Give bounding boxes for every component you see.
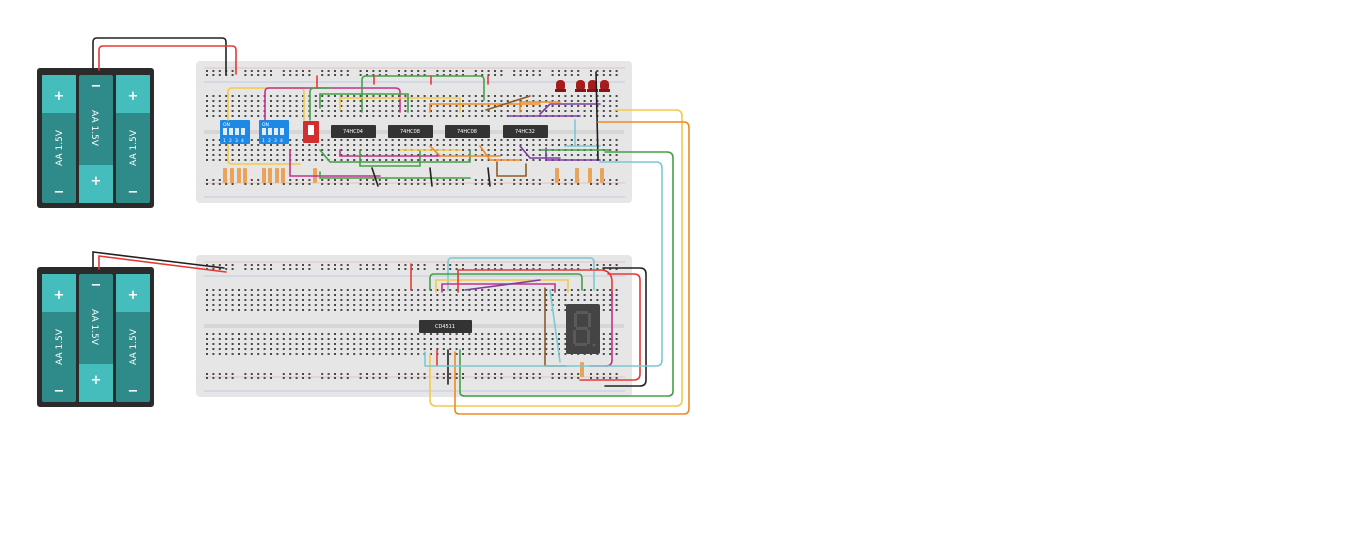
- dip-switch-2[interactable]: ON 1 2 3 4: [259, 120, 289, 144]
- battery-cell-label: AA 1.5V: [89, 309, 99, 346]
- wires-top: [227, 71, 611, 187]
- battery-cell-label: AA 1.5V: [129, 129, 139, 166]
- led-1[interactable]: [555, 80, 566, 92]
- chip-label: 74HC04: [343, 129, 363, 135]
- battery-plus-label: +: [91, 174, 102, 189]
- dip-number: 3: [274, 138, 277, 144]
- battery-cell-label: AA 1.5V: [55, 129, 65, 166]
- battery-pack-2[interactable]: + + + − − − AA 1.5V AA 1.5V AA 1.5V: [37, 267, 154, 407]
- battery-minus-label: −: [128, 185, 139, 200]
- battery-cell-label: AA 1.5V: [55, 328, 65, 365]
- chip-label: 74HC08: [457, 129, 477, 135]
- battery-plus-label: +: [128, 288, 139, 303]
- dip-switch-1[interactable]: ON 1 2 3 4: [220, 120, 250, 144]
- resistor-bottom[interactable]: [580, 362, 584, 377]
- battery-minus-label: −: [91, 79, 102, 94]
- led-row[interactable]: [555, 80, 610, 92]
- slide-switch[interactable]: [303, 121, 319, 143]
- dip-number: 1: [223, 138, 226, 144]
- battery-plus-label: +: [128, 89, 139, 104]
- chip-label: 74HC32: [515, 129, 535, 135]
- dip-on-label: ON: [262, 122, 269, 128]
- chip-label: CD4511: [435, 324, 455, 330]
- segment-digit-8: [573, 311, 596, 347]
- battery-minus-label: −: [54, 384, 65, 399]
- battery-minus-label: −: [128, 384, 139, 399]
- breadboard-bottom[interactable]: [196, 255, 632, 397]
- battery-plus-label: +: [54, 288, 65, 303]
- dip-on-label: ON: [223, 122, 230, 128]
- dip-number: 3: [235, 138, 238, 144]
- led-2[interactable]: [575, 80, 586, 92]
- chip-label: 74HC08: [400, 129, 420, 135]
- dip-number: 2: [268, 138, 271, 144]
- dip-number: 1: [262, 138, 265, 144]
- chip-74hc08-b[interactable]: 74HC08: [445, 125, 490, 138]
- chip-74hc32[interactable]: 74HC32: [503, 125, 548, 138]
- chip-74hc04[interactable]: 74HC04: [331, 125, 376, 138]
- breadboard-holes: [206, 70, 618, 185]
- seven-segment-display[interactable]: [566, 304, 600, 354]
- battery-minus-label: −: [91, 278, 102, 293]
- led-4[interactable]: [599, 80, 610, 92]
- dip-number: 4: [241, 138, 244, 144]
- chip-74hc08-a[interactable]: 74HC08: [388, 125, 433, 138]
- battery-plus-label: +: [91, 373, 102, 388]
- dip-number: 2: [229, 138, 232, 144]
- battery-cell-label: AA 1.5V: [89, 110, 99, 147]
- battery-minus-label: −: [54, 185, 65, 200]
- dip-number: 4: [280, 138, 283, 144]
- chip-cd4511[interactable]: CD4511: [419, 320, 472, 333]
- led-3[interactable]: [587, 80, 598, 92]
- wires-bottom: [410, 109, 690, 415]
- battery-leads: [92, 37, 237, 273]
- battery-pack-1[interactable]: + + + − − − AA 1.5V AA 1.5V AA 1.5V: [37, 68, 154, 208]
- battery-cell-label: AA 1.5V: [129, 328, 139, 365]
- battery-plus-label: +: [54, 89, 65, 104]
